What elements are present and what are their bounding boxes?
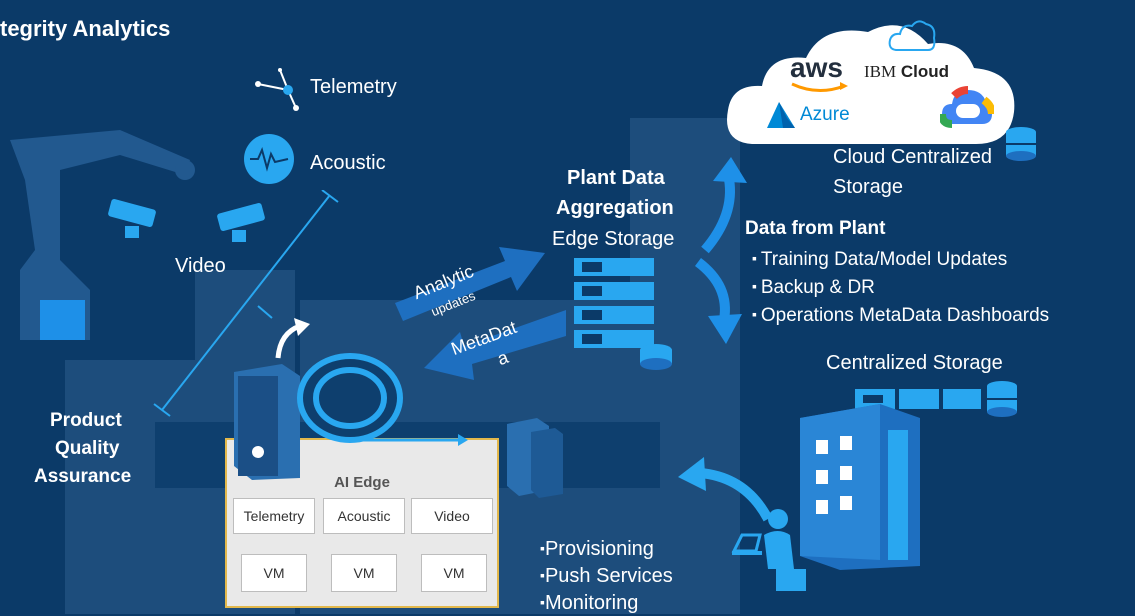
robot-arm-icon xyxy=(10,130,195,340)
list-item: Provisioning xyxy=(540,535,673,562)
google-cloud-logo-icon xyxy=(940,86,994,128)
edge-server-icon xyxy=(234,364,300,480)
analytic-updates-arrow xyxy=(395,247,545,321)
ai-edge-video-cell: Video xyxy=(411,498,493,534)
list-item: Training Data/Model Updates xyxy=(752,245,1049,273)
ibm-cloud-label: Cloud xyxy=(900,62,950,81)
camera-icon xyxy=(108,199,156,238)
user-at-desk-icon xyxy=(731,509,806,591)
ai-edge-panel: AI Edge Telemetry Acoustic Video VM VM V… xyxy=(225,438,499,608)
camera-icon xyxy=(217,203,265,242)
storage-bar-icon xyxy=(855,389,981,409)
list-item: Push Services xyxy=(540,562,673,589)
database-icon xyxy=(1006,127,1036,161)
metadata-arrow xyxy=(424,310,566,380)
bracket-line xyxy=(153,190,339,417)
cloud-caption-line2: Storage xyxy=(833,176,904,198)
ibm-label: IBM xyxy=(864,62,897,81)
list-item: Operations MetaData Dashboards xyxy=(752,301,1049,329)
plant-line2: Aggregation xyxy=(556,197,674,219)
ai-edge-vm-cell: VM xyxy=(241,554,307,592)
centralized-storage-label: Centralized Storage xyxy=(826,352,1003,374)
pqa-line3: Assurance xyxy=(34,466,132,487)
acoustic-label: Acoustic xyxy=(310,152,386,174)
cloud-outline-icon xyxy=(888,20,936,51)
azure-label: Azure xyxy=(800,104,850,125)
services-list: Provisioning Push Services Monitoring xyxy=(540,535,673,616)
aws-smile-icon xyxy=(791,82,848,92)
edge-storage-icon xyxy=(574,258,672,370)
pqa-line1: Product xyxy=(50,410,122,431)
server-rack-icon xyxy=(507,418,563,498)
return-arrow-icon xyxy=(678,457,773,522)
list-item: Monitoring xyxy=(540,589,673,616)
plant-line1: Plant Data xyxy=(567,167,665,189)
data-from-plant-heading: Data from Plant xyxy=(745,218,886,239)
video-label: Video xyxy=(175,255,226,277)
building-icon xyxy=(800,404,920,570)
ai-edge-vm-cell: VM xyxy=(421,554,487,592)
loop-arrow-icon xyxy=(275,318,468,446)
ai-edge-vm-cell: VM xyxy=(331,554,397,592)
telemetry-label: Telemetry xyxy=(310,76,397,98)
database-icon xyxy=(987,381,1017,417)
download-arrow-icon xyxy=(694,258,742,344)
cloud-caption-line1: Cloud Centralized xyxy=(833,146,992,168)
acoustic-icon xyxy=(244,134,294,184)
upload-arrow-icon xyxy=(701,157,747,254)
ai-edge-title: AI Edge xyxy=(334,474,390,491)
telemetry-network-icon xyxy=(255,68,299,111)
azure-logo-icon xyxy=(767,102,795,128)
ai-edge-acoustic-cell: Acoustic xyxy=(323,498,405,534)
ibm-cloud-logo: IBM Cloud xyxy=(864,62,949,82)
pqa-line2: Quality xyxy=(55,438,120,459)
data-from-plant-list: Training Data/Model Updates Backup & DR … xyxy=(752,245,1049,329)
plant-line3: Edge Storage xyxy=(552,228,675,250)
ai-edge-telemetry-cell: Telemetry xyxy=(233,498,315,534)
page-title: tegrity Analytics xyxy=(0,16,171,41)
aws-logo-text: aws xyxy=(790,52,843,83)
list-item: Backup & DR xyxy=(752,273,1049,301)
